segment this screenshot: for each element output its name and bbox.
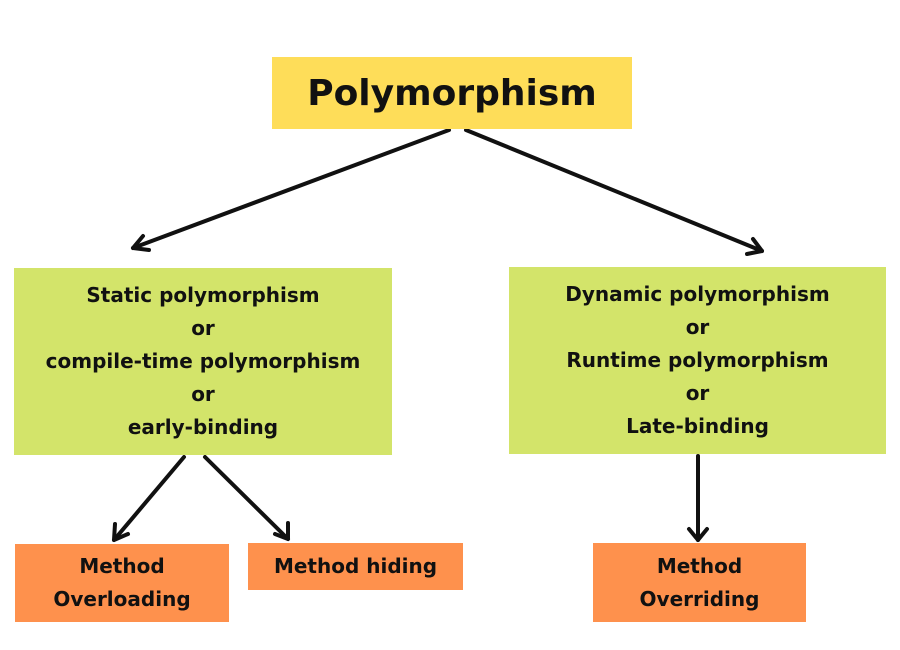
dynamic-line-3: Runtime polymorphism bbox=[566, 348, 829, 372]
arrowhead-hiding bbox=[273, 521, 290, 541]
static-line-4: or bbox=[191, 382, 215, 406]
arrowhead-overloading bbox=[112, 522, 130, 542]
overloading-line-1: Method bbox=[79, 554, 165, 578]
overriding-line-1: Method bbox=[656, 553, 743, 578]
dynamic-line-1: Dynamic polymorphism bbox=[565, 282, 830, 306]
edge-root-to-dynamic bbox=[464, 128, 764, 253]
dynamic-line-2: or bbox=[685, 315, 710, 339]
root-node-polymorphism: Polymorphism bbox=[272, 57, 632, 129]
arrowhead-dynamic bbox=[745, 237, 764, 256]
root-label: Polymorphism bbox=[307, 72, 597, 114]
method-overriding-node: Method Overriding bbox=[593, 543, 806, 622]
method-hiding-node: Method hiding bbox=[248, 543, 463, 590]
overloading-line-2: Overloading bbox=[53, 587, 191, 611]
dynamic-line-4: or bbox=[685, 381, 710, 405]
overriding-line-2: Overriding bbox=[639, 586, 760, 611]
edge-static-to-overloading bbox=[112, 455, 186, 542]
static-line-2: or bbox=[191, 316, 215, 340]
edge-static-to-hiding bbox=[203, 455, 290, 541]
static-polymorphism-node: Static polymorphism or compile-time poly… bbox=[14, 268, 392, 455]
hiding-line-1: Method hiding bbox=[273, 554, 438, 578]
arrowhead-static bbox=[131, 234, 151, 252]
dynamic-line-5: Late-binding bbox=[626, 414, 769, 438]
static-line-5: early-binding bbox=[127, 415, 279, 439]
method-overloading-node: Method Overloading bbox=[15, 544, 229, 622]
dynamic-polymorphism-node: Dynamic polymorphism or Runtime polymorp… bbox=[509, 267, 886, 454]
static-line-3: compile-time polymorphism bbox=[45, 349, 361, 373]
edge-root-to-static bbox=[131, 128, 451, 250]
static-line-1: Static polymorphism bbox=[86, 283, 320, 307]
arrowhead-overriding bbox=[687, 527, 709, 542]
